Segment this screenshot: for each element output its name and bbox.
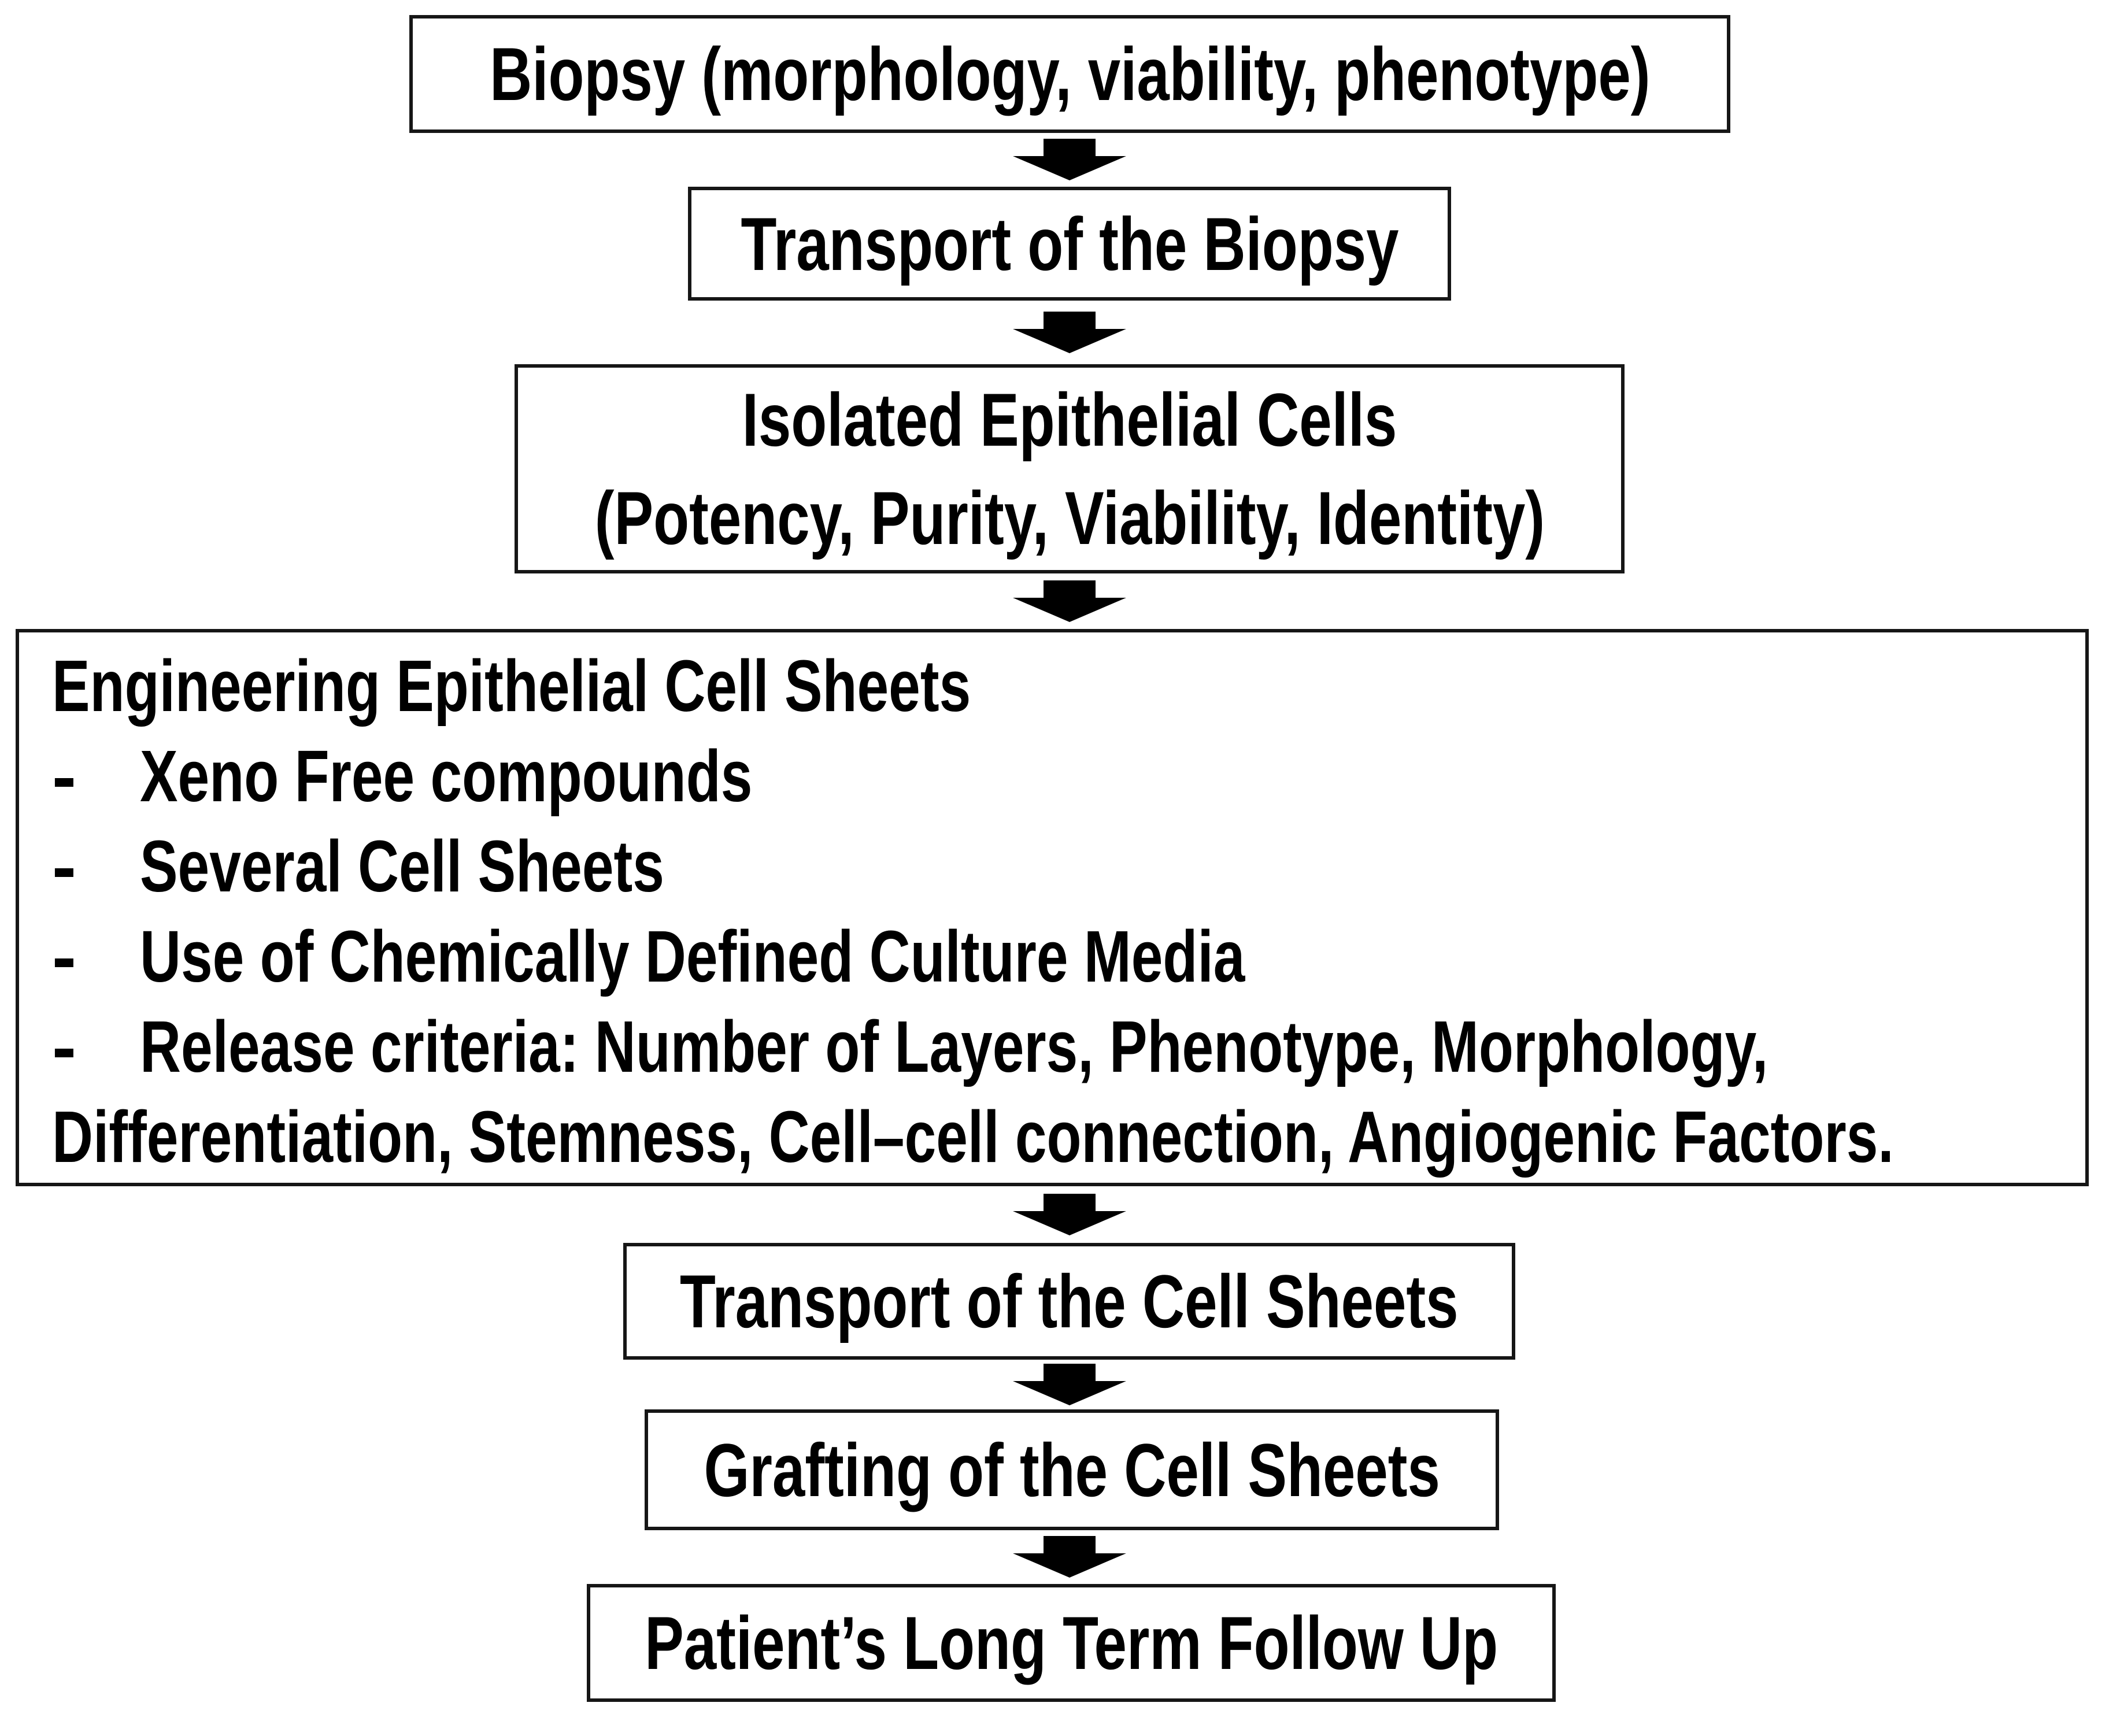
bullet-dash: - — [52, 915, 76, 997]
flow-box-transport-cell-sheets: Transport of the Cell Sheets — [623, 1243, 1515, 1360]
bullet-dash: - — [52, 825, 76, 907]
down-arrow-icon — [1013, 312, 1126, 353]
engineering-title: Engineering Epithelial Cell Sheets — [52, 645, 971, 727]
bullet-dash: - — [52, 735, 76, 817]
down-arrow-icon — [1013, 1364, 1126, 1405]
box-label: Transport of the Biopsy — [740, 201, 1399, 286]
engineering-title-row: Engineering Epithelial Cell Sheets — [52, 641, 2074, 731]
bullet-text: Xeno Free compounds — [140, 735, 753, 817]
flow-box-isolated-cells: Isolated Epithelial Cells (Potency, Puri… — [515, 364, 1625, 573]
flow-box-grafting-cell-sheets: Grafting of the Cell Sheets — [645, 1409, 1499, 1530]
box-label-line2: (Potency, Purity, Viability, Identity) — [594, 476, 1545, 560]
box-label-line1: Isolated Epithelial Cells — [742, 377, 1397, 462]
flow-box-engineering-cell-sheets: Engineering Epithelial Cell Sheets - Xen… — [16, 629, 2089, 1186]
flow-box-transport-biopsy: Transport of the Biopsy — [688, 187, 1451, 301]
engineering-bullet-row: - Use of Chemically Defined Culture Medi… — [52, 911, 2074, 1001]
flow-box-patient-followup: Patient’s Long Term Follow Up — [587, 1584, 1556, 1702]
bullet-continuation-text: Differentiation, Stemness, Cell–cell con… — [52, 1095, 1894, 1178]
down-arrow-icon — [1013, 1536, 1126, 1578]
engineering-bullet-row: - Release criteria: Number of Layers, Ph… — [52, 1001, 2074, 1091]
flow-box-biopsy: Biopsy (morphology, viability, phenotype… — [409, 15, 1730, 133]
down-arrow-icon — [1013, 139, 1126, 180]
box-label: Patient’s Long Term Follow Up — [645, 1601, 1498, 1685]
box-label: Grafting of the Cell Sheets — [704, 1427, 1440, 1512]
engineering-continuation-row: Differentiation, Stemness, Cell–cell con… — [52, 1091, 2074, 1182]
down-arrow-icon — [1013, 1194, 1126, 1235]
bullet-text: Several Cell Sheets — [140, 825, 664, 907]
box-label: Biopsy (morphology, viability, phenotype… — [489, 32, 1651, 116]
bullet-text: Release criteria: Number of Layers, Phen… — [140, 1005, 1768, 1087]
engineering-bullet-row: - Several Cell Sheets — [52, 821, 2074, 911]
engineering-bullet-row: - Xeno Free compounds — [52, 731, 2074, 821]
bullet-text: Use of Chemically Defined Culture Media — [140, 915, 1245, 997]
box-label: Transport of the Cell Sheets — [680, 1259, 1459, 1343]
bullet-dash: - — [52, 1005, 76, 1087]
down-arrow-icon — [1013, 580, 1126, 622]
